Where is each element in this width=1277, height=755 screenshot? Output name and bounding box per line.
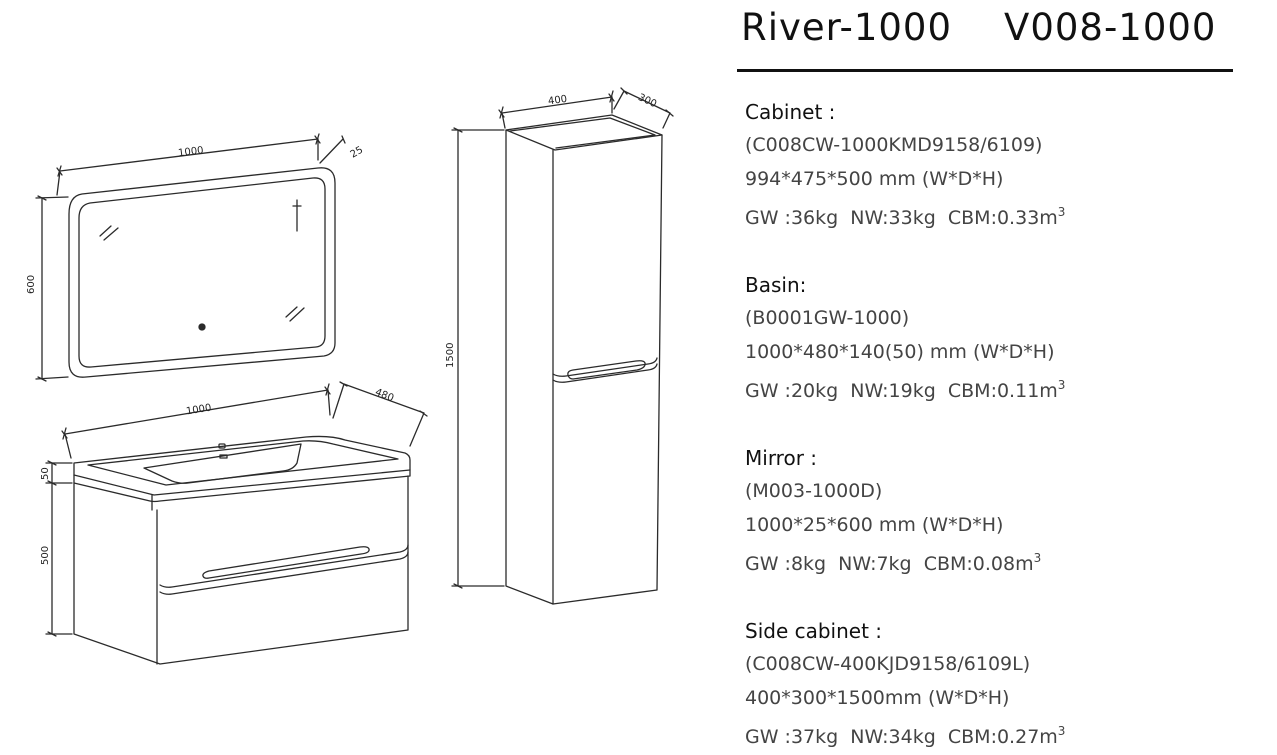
- mirror-height-label: 600: [26, 275, 37, 294]
- side-cabinet-drawing: [505, 114, 663, 605]
- cubic-superscript: 3: [1033, 551, 1042, 566]
- model-code: V008-1000: [1004, 6, 1217, 49]
- cabinet-height-label: 500: [40, 546, 51, 565]
- title-divider: [737, 69, 1233, 72]
- spec-heading: Mirror :: [745, 446, 818, 471]
- spec-code: (M003-1000D): [745, 480, 883, 503]
- side-cabinet-width-label: 400: [547, 94, 567, 108]
- basin-height-label: 50: [40, 467, 51, 480]
- spec-code: (B0001GW-1000): [745, 307, 910, 330]
- model-name: River-1000: [741, 6, 953, 49]
- spec-size: 400*300*1500mm (W*D*H): [745, 686, 1010, 709]
- spec-heading: Cabinet :: [745, 100, 836, 124]
- basin-depth-label: 480: [373, 387, 395, 404]
- spec-size: 994*475*500 mm (W*D*H): [745, 167, 1004, 190]
- mirror-dimension-lines: [35, 133, 346, 382]
- cubic-superscript: 3: [1057, 724, 1066, 739]
- spec-weights-text: GW :20kg NW:19kg CBM:0.11m: [745, 380, 1058, 403]
- spec-weights: GW :36kg NW:33kg CBM:0.33m3: [745, 196, 1265, 235]
- mirror-drawing: [68, 167, 336, 378]
- spec-basin: Basin: (B0001GW-1000) 1000*480*140(50) m…: [745, 269, 1265, 409]
- spec-side-cabinet: Side cabinet : (C008CW-400KJD9158/6109L)…: [745, 615, 1265, 755]
- side-cabinet-height-label: 1500: [445, 343, 456, 368]
- mirror-depth-label: 25: [349, 145, 366, 161]
- spec-weights: GW :20kg NW:19kg CBM:0.11m3: [745, 369, 1265, 408]
- spec-heading: Side cabinet :: [745, 619, 883, 644]
- cubic-superscript: 3: [1057, 378, 1066, 393]
- basin-width-label: 1000: [185, 403, 212, 418]
- spec-size: 1000*25*600 mm (W*D*H): [745, 513, 1004, 536]
- spec-weights-text: GW :37kg NW:34kg CBM:0.27m: [745, 726, 1058, 749]
- spec-size: 1000*480*140(50) mm (W*D*H): [745, 340, 1055, 363]
- spec-weights-text: GW :36kg NW:33kg CBM:0.33m: [745, 207, 1058, 230]
- basin-dimension-lines: [45, 381, 428, 637]
- mirror-width-label: 1000: [178, 145, 205, 159]
- side-cabinet-dimension-lines: [451, 87, 674, 589]
- spec-code: (C008CW-400KJD9158/6109L): [745, 653, 1031, 676]
- cubic-superscript: 3: [1057, 205, 1066, 220]
- product-line-drawing: 1000 25 600 1000 480 50 500 400 300 1500: [26, 87, 674, 665]
- side-cabinet-depth-label: 300: [636, 92, 658, 110]
- spec-weights-text: GW :8kg NW:7kg CBM:0.08m: [745, 553, 1034, 576]
- spec-cabinet: Cabinet : (C008CW-1000KMD9158/6109) 994*…: [745, 96, 1265, 236]
- spec-list: Cabinet : (C008CW-1000KMD9158/6109) 994*…: [745, 96, 1265, 755]
- page-title: River-1000 V008-1000: [741, 6, 1241, 56]
- spec-weights: GW :37kg NW:34kg CBM:0.27m3: [745, 715, 1265, 754]
- spec-mirror: Mirror : (M003-1000D) 1000*25*600 mm (W*…: [745, 442, 1265, 582]
- basin-cabinet-drawing: [73, 435, 411, 665]
- spec-code: (C008CW-1000KMD9158/6109): [745, 134, 1043, 157]
- spec-heading: Basin:: [745, 273, 807, 298]
- spec-weights: GW :8kg NW:7kg CBM:0.08m3: [745, 542, 1265, 581]
